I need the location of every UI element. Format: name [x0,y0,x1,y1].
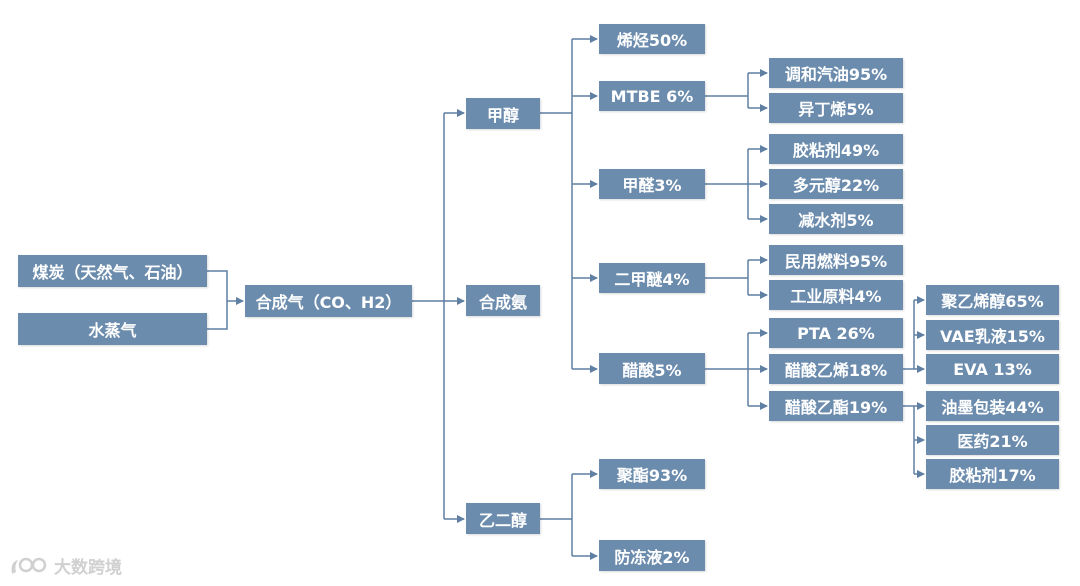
node-pva: 聚乙烯醇65% [926,285,1059,315]
node-syngas: 合成气（CO、H2） [245,285,412,317]
node-industrial-material: 工业原料4% [769,280,903,310]
node-blend-gasoline: 调和汽油95% [769,58,903,88]
node-vae: VAE乳液15% [926,320,1059,350]
node-glycol: 乙二醇 [466,503,540,534]
node-pharma: 医药21% [926,425,1059,455]
node-pta: PTA 26% [769,318,903,348]
connector-feedstock-bracket [207,270,228,330]
node-eva: EVA 13% [926,354,1059,384]
node-adhesive: 胶粘剂49% [769,134,903,164]
node-antifreeze: 防冻液2% [599,540,705,571]
node-ammonia: 合成氨 [466,285,540,316]
node-adhesive-2: 胶粘剂17% [926,459,1059,489]
node-dme: 二甲醚4% [599,263,705,293]
node-acetic-acid: 醋酸5% [599,353,705,384]
node-ethyl-acetate: 醋酸乙酯19% [769,391,903,421]
node-polyol: 多元醇22% [769,169,903,199]
node-ink-packaging: 油墨包装44% [926,391,1059,421]
node-olefin: 烯烃50% [599,24,705,54]
node-vinyl-acetate: 醋酸乙烯18% [769,354,903,384]
node-mtbe: MTBE 6% [599,81,705,111]
watermark: 大数跨境 [8,553,122,578]
node-formaldehyde: 甲醛3% [599,169,705,199]
node-methanol: 甲醇 [466,98,540,129]
node-isobutylene: 异丁烯5% [769,93,903,123]
node-coal: 煤炭（天然气、石油） [18,255,207,287]
node-steam: 水蒸气 [18,313,207,345]
watermark-text: 大数跨境 [54,558,122,578]
node-water-reducer: 减水剂5% [769,204,903,234]
node-polyester: 聚酯93% [599,459,705,489]
node-civil-fuel: 民用燃料95% [769,245,903,275]
brand-logo-icon [11,557,47,574]
